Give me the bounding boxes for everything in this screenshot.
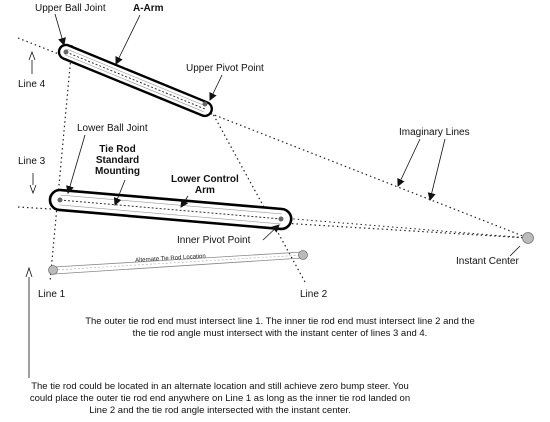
- alternate-location-note: The tie rod could be located in an alter…: [29, 381, 411, 416]
- instant-center-label: Instant Center: [456, 256, 519, 267]
- line-1: [49, 44, 73, 283]
- inner-pivot-leader: [262, 224, 280, 241]
- imaginary-lines-leader-2: [427, 138, 446, 201]
- a-arm-leader: [115, 14, 141, 65]
- alternate-tie-rod: [53, 251, 304, 275]
- tie-rod-angle-line: [59, 199, 529, 239]
- lower-control-arm-leader: [180, 195, 189, 208]
- inner-pivot-point-label: Inner Pivot Point: [177, 235, 251, 246]
- tie-rod-standard-mounting-label: Tie Rod Standard Mounting: [95, 144, 140, 177]
- upper-ball-joint-label: Upper Ball Joint: [35, 3, 106, 14]
- alt-inner-tie-rod-end: [298, 250, 308, 260]
- lower-ball-joint-label: Lower Ball Joint: [77, 123, 148, 134]
- requirement-note: The outer tie rod end must intersect lin…: [85, 316, 475, 339]
- upper-pivot-point-label: Upper Pivot Point: [186, 63, 264, 74]
- alt-outer-tie-rod-end: [48, 265, 58, 275]
- lower-control-arm-label: Lower Control Arm: [171, 174, 239, 196]
- a-arm: [57, 43, 213, 118]
- upper-ball-joint-point: [63, 49, 69, 55]
- lower-control-arm: [48, 188, 293, 231]
- a-arm-label: A-Arm: [133, 3, 164, 14]
- lower-ball-joint-point: [57, 197, 63, 203]
- upper-pivot-leader: [209, 74, 223, 101]
- instant-center-leader: [509, 245, 521, 257]
- instant-center-point: [522, 232, 534, 244]
- line-2-label: Line 2: [300, 289, 328, 300]
- line-4-label: Line 4: [18, 79, 46, 90]
- imaginary-lines-leader-1: [397, 138, 421, 187]
- line-3-arrow: [29, 173, 37, 195]
- imaginary-lines-label: Imaginary Lines: [399, 127, 470, 138]
- alternate-note-arrow: [25, 266, 33, 378]
- tie-rod-mount-leader: [113, 179, 126, 206]
- line-3-label: Line 3: [18, 156, 46, 167]
- line-1-label: Line 1: [38, 289, 66, 300]
- upper-ball-joint-leader: [54, 13, 66, 46]
- inner-pivot-point-marker: [278, 216, 284, 222]
- upper-pivot-point-marker: [202, 101, 208, 107]
- line-4-arrow: [28, 50, 36, 74]
- lower-ball-joint-leader: [66, 134, 86, 194]
